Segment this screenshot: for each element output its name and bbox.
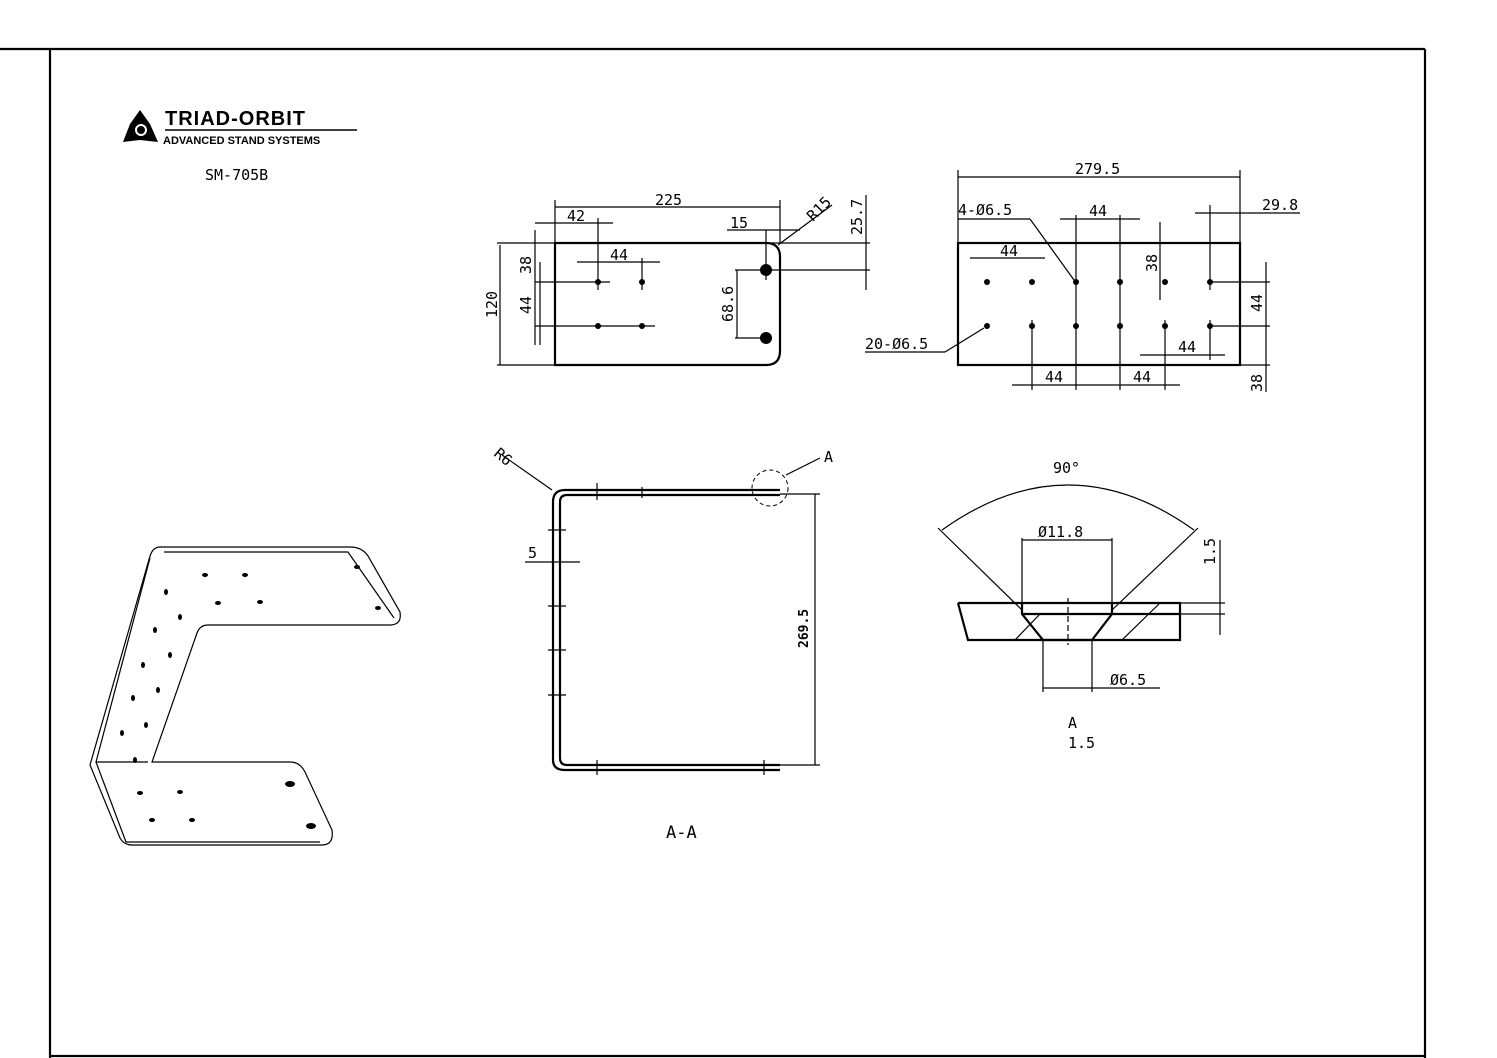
- flange-view-2: 279.5 4-Ø6.5 20-Ø6.5 44 44 29.8 38 44 44…: [865, 160, 1300, 392]
- dim-r6: R6: [490, 444, 515, 469]
- dim-15: 15: [730, 214, 748, 232]
- dim-hole-dia: Ø6.5: [1110, 671, 1146, 689]
- dim-44-bottom-right: 44: [1178, 338, 1196, 356]
- dim-r15: R15: [803, 193, 835, 225]
- dim-42: 42: [567, 207, 585, 225]
- detail-a: 90° Ø11.8 1.5 Ø6.5 A 1.5: [937, 459, 1225, 752]
- dim-44-right: 44: [1248, 294, 1266, 312]
- dim-38-top: 38: [1143, 254, 1161, 272]
- dim-225: 225: [655, 191, 682, 209]
- dim-25-7: 25.7: [848, 199, 866, 235]
- dim-angle-90: 90°: [1053, 459, 1080, 477]
- dim-44-top: 44: [1089, 202, 1107, 220]
- dim-44: 44: [610, 246, 628, 264]
- dim-44-vert: 44: [517, 296, 535, 314]
- logo-brand: TRIAD-ORBIT: [165, 108, 306, 130]
- dim-depth-1-5: 1.5: [1201, 538, 1219, 565]
- dim-44-bottom-1: 44: [1045, 368, 1063, 386]
- logo-tagline: ADVANCED STAND SYSTEMS: [163, 135, 320, 147]
- dim-44-bottom-2: 44: [1133, 368, 1151, 386]
- dim-thickness-5: 5: [528, 544, 537, 562]
- triad-orbit-logo: TRIAD-ORBIT ADVANCED STAND SYSTEMS: [123, 108, 357, 147]
- dim-68-6: 68.6: [719, 286, 737, 322]
- section-a-a: R6 5 269.5 A A-A: [490, 444, 833, 843]
- dim-38-bottom: 38: [1248, 374, 1266, 392]
- callout-20-holes: 20-Ø6.5: [865, 335, 928, 353]
- drawing-frame: [0, 47, 1427, 1058]
- dim-279-5: 279.5: [1075, 160, 1120, 178]
- flange-view-1: 225 42 44 15 R15 25.7 120 38 44 68.6: [483, 191, 870, 367]
- detail-label: A: [1068, 714, 1077, 732]
- dim-44-left: 44: [1000, 242, 1018, 260]
- section-label: A-A: [666, 823, 697, 843]
- detail-ref-a: A: [824, 448, 833, 466]
- detail-scale: 1.5: [1068, 734, 1095, 752]
- callout-4-holes: 4-Ø6.5: [958, 201, 1012, 219]
- dim-269-5: 269.5: [797, 609, 812, 648]
- dim-29-8: 29.8: [1262, 196, 1298, 214]
- dim-counter-dia: Ø11.8: [1038, 523, 1083, 541]
- isometric-bracket-view: [89, 546, 401, 846]
- dim-38: 38: [517, 256, 535, 274]
- part-number: SM-705B: [205, 166, 268, 184]
- dim-120: 120: [483, 291, 501, 318]
